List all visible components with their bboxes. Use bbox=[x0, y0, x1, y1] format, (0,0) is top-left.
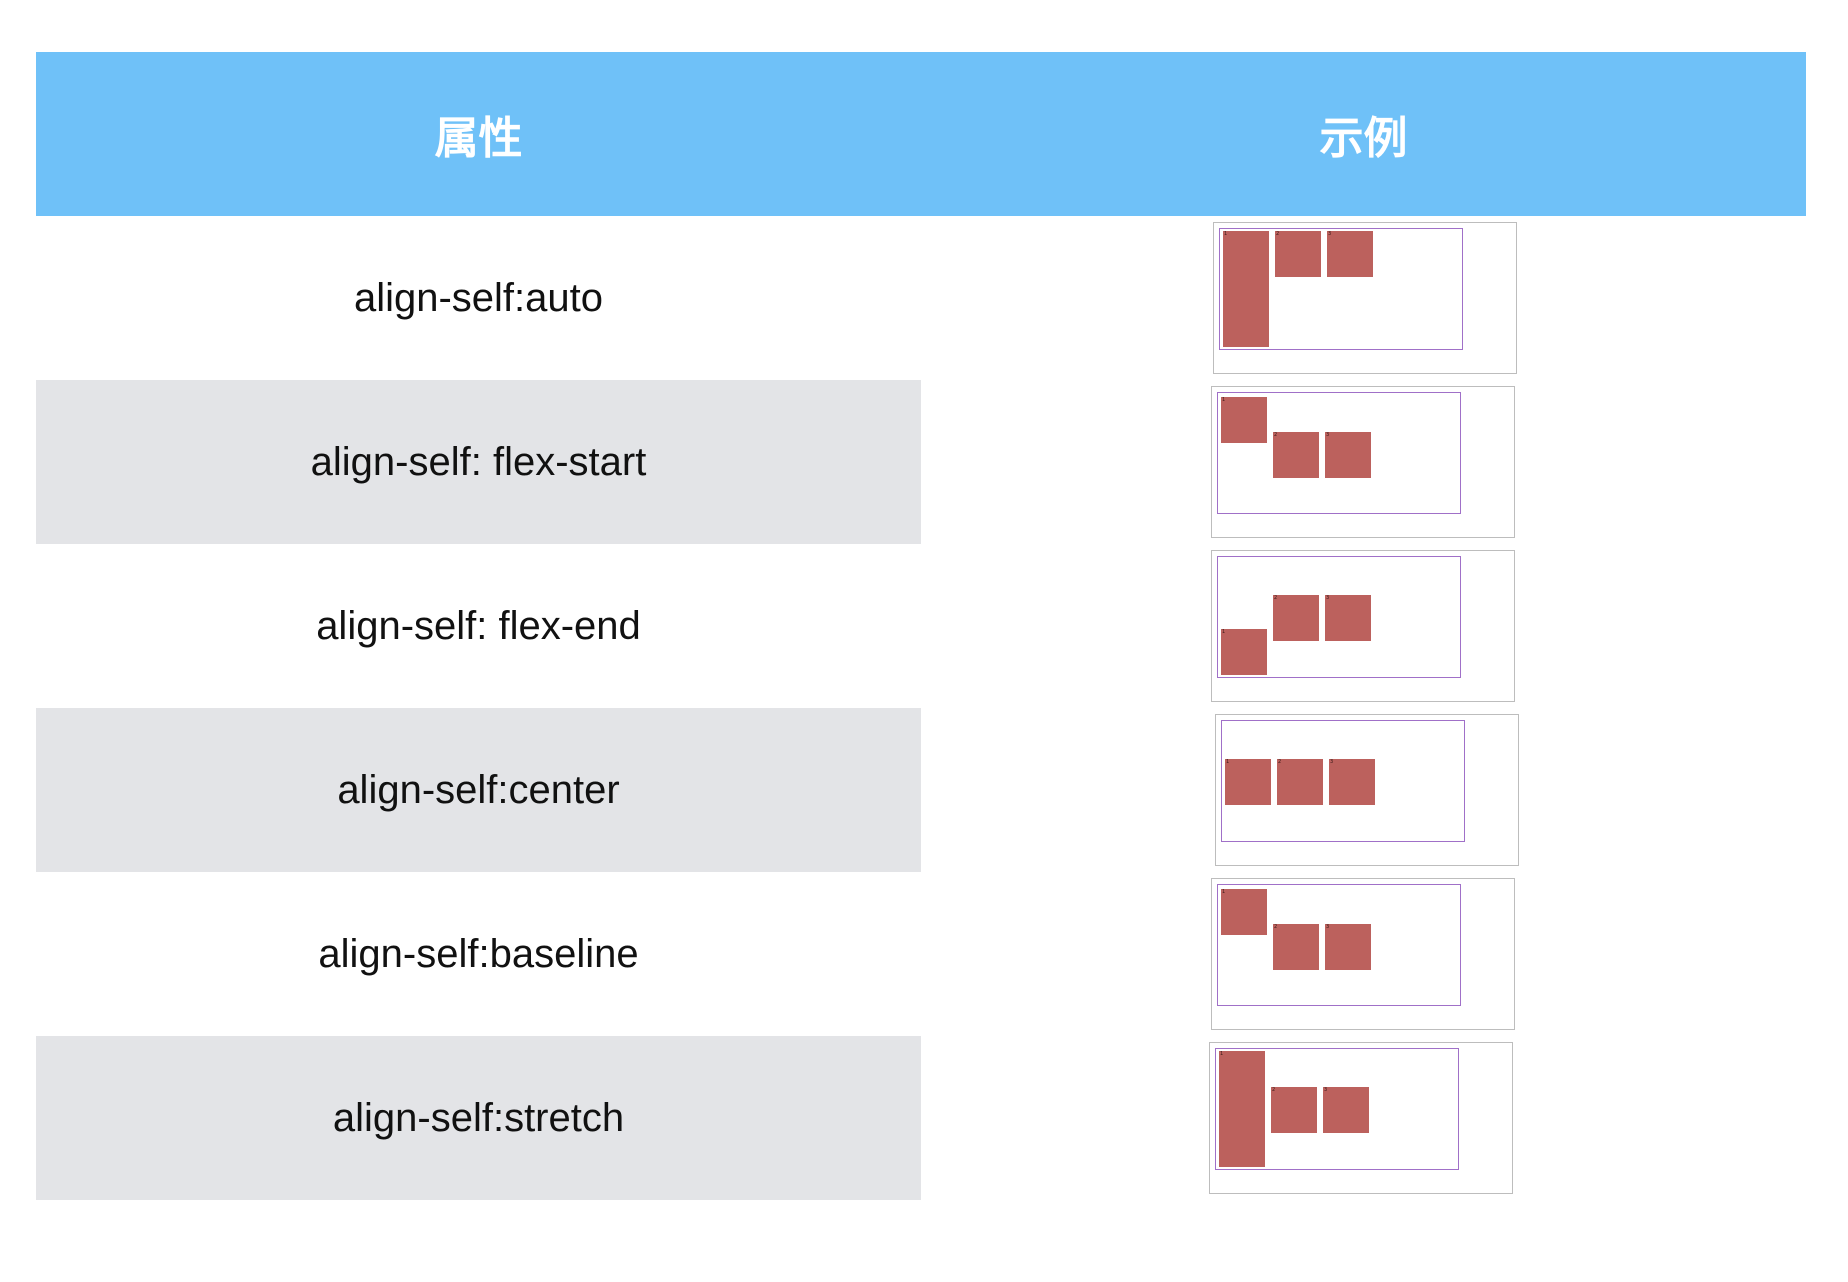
example-flex-start: 1 2 3 bbox=[1211, 386, 1515, 538]
example-flex-end: 1 2 3 bbox=[1211, 550, 1515, 702]
flex-container: 1 2 3 bbox=[1215, 1048, 1459, 1170]
flex-item: 2 bbox=[1273, 924, 1319, 970]
table-row-center: align-self:center 1 2 3 bbox=[36, 708, 1806, 872]
example-stretch: 1 2 3 bbox=[1209, 1042, 1513, 1194]
table-row-stretch: align-self:stretch 1 2 3 bbox=[36, 1036, 1806, 1200]
property-label: align-self: flex-end bbox=[316, 603, 641, 648]
property-label: align-self:baseline bbox=[318, 931, 639, 976]
example-auto: 1 2 3 bbox=[1213, 222, 1517, 374]
table-header: 属性 示例 bbox=[36, 52, 1806, 216]
flex-item: 1 bbox=[1221, 629, 1267, 675]
flex-item: 3 bbox=[1329, 759, 1375, 805]
property-label: align-self: flex-start bbox=[36, 380, 921, 544]
flex-item: 3 bbox=[1325, 924, 1371, 970]
table-row-baseline: align-self:baseline 1 2 3 bbox=[36, 872, 1806, 1036]
header-example: 示例 bbox=[1319, 113, 1408, 164]
flex-item: 2 bbox=[1275, 231, 1321, 277]
table-row-auto: align-self:auto 1 2 3 bbox=[36, 216, 1806, 380]
flex-item: 2 bbox=[1273, 595, 1319, 641]
flex-item: 3 bbox=[1325, 595, 1371, 641]
flex-container: 1 2 3 bbox=[1217, 556, 1461, 678]
align-self-table: 属性 示例 align-self:auto 1 2 3 align-self: … bbox=[36, 52, 1806, 1200]
flex-item: 1 bbox=[1219, 1051, 1265, 1167]
table-row-flex-end: align-self: flex-end 1 2 3 bbox=[36, 544, 1806, 708]
flex-container: 1 2 3 bbox=[1217, 884, 1461, 1006]
example-baseline: 1 2 3 bbox=[1211, 878, 1515, 1030]
flex-item: 1 bbox=[1225, 759, 1271, 805]
flex-item: 1 bbox=[1221, 889, 1267, 935]
example-center: 1 2 3 bbox=[1215, 714, 1519, 866]
flex-item: 3 bbox=[1327, 231, 1373, 277]
property-label: align-self:center bbox=[36, 708, 921, 872]
flex-item: 2 bbox=[1271, 1087, 1317, 1133]
flex-item: 2 bbox=[1273, 432, 1319, 478]
flex-container: 1 2 3 bbox=[1219, 228, 1463, 350]
property-label: align-self:auto bbox=[353, 275, 604, 320]
header-property: 属性 bbox=[434, 113, 523, 164]
flex-item: 3 bbox=[1325, 432, 1371, 478]
flex-item: 2 bbox=[1277, 759, 1323, 805]
flex-item: 3 bbox=[1323, 1087, 1369, 1133]
property-label: align-self:stretch bbox=[36, 1036, 921, 1200]
flex-item: 1 bbox=[1221, 397, 1267, 443]
flex-item: 1 bbox=[1223, 231, 1269, 347]
flex-container: 1 2 3 bbox=[1217, 392, 1461, 514]
table-row-flex-start: align-self: flex-start 1 2 3 bbox=[36, 380, 1806, 544]
flex-container: 1 2 3 bbox=[1221, 720, 1465, 842]
